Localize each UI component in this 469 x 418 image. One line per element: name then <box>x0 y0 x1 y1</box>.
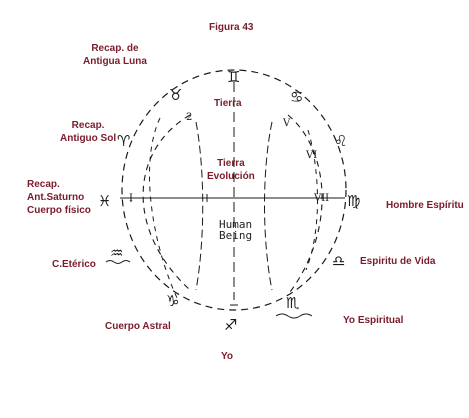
label-c-eterico: C.Etérico <box>52 259 96 270</box>
label-recap-sol-line1: Recap. <box>71 120 105 131</box>
label-cuerpo-astral: Cuerpo Astral <box>105 321 171 332</box>
label-recap-saturno-line1: Recap. <box>27 179 60 190</box>
label-espiritu-vida: Espiritu de Vida <box>360 256 436 267</box>
figure-title: Figura 43 <box>209 22 254 33</box>
capricorn-glyph: ♑ <box>166 292 179 310</box>
label-yo-espiritual: Yo Espiritual <box>343 315 404 326</box>
leo-glyph: ♌ <box>334 132 347 150</box>
virgo-glyph: ♍ <box>347 192 360 210</box>
inner-left-curve <box>195 121 204 291</box>
sagittarius-glyph: ♐ <box>224 316 237 334</box>
left-inner-arc <box>142 114 191 291</box>
label-recap-luna-line2: Antigua Luna <box>83 56 147 67</box>
cancer-glyph: ♋ <box>290 88 303 106</box>
human-being-line2: Being <box>219 229 253 242</box>
numeral-six: VI <box>305 150 317 161</box>
numeral-five: V <box>282 118 291 129</box>
libra-glyph: ♎ <box>332 252 345 270</box>
aquarius-wave <box>105 260 131 264</box>
label-recap-sol-line2: Antiguo Sol <box>60 133 117 144</box>
label-tierra-evolucion-line2: Evolución <box>207 171 255 182</box>
label-recap-luna-line1: Recap. de <box>91 43 139 54</box>
scorpio-glyph: ♏ <box>286 294 300 312</box>
pisces-glyph: ♓ <box>98 192 111 210</box>
label-recap-saturno: Recap. Ant.Saturno Cuerpo físico <box>27 178 91 217</box>
label-tierra: Tierra <box>214 98 242 109</box>
label-yo: Yo <box>221 351 234 362</box>
label-hombre-espiritu: Hombre Espíritu <box>386 200 464 211</box>
label-tierra-evolucion: Tierra Evolución <box>207 157 255 183</box>
right-outer-arc <box>305 129 318 271</box>
label-recap-luna: Recap. de Antigua Luna <box>83 42 147 68</box>
aries-glyph: ♈ <box>117 132 130 150</box>
aquarius-glyph: ♒ <box>110 244 123 262</box>
label-recap-sol: Recap. Antiguo Sol <box>60 119 116 145</box>
gemini-glyph: ♊ <box>227 68 240 86</box>
human-being-text: Human Being <box>219 219 252 241</box>
right-inner-arc <box>287 114 323 293</box>
taurus-glyph: ♉ <box>169 86 182 104</box>
left-outer-arc <box>149 117 179 301</box>
numeral-one: I <box>129 193 133 204</box>
scorpio-wave <box>275 313 313 319</box>
zodiac-circle <box>121 69 347 311</box>
numeral-two: 2 <box>186 112 192 123</box>
inner-right-curve <box>264 121 273 291</box>
numeral-seven: VII <box>313 193 329 204</box>
label-recap-saturno-line3: Cuerpo físico <box>27 205 91 216</box>
label-tierra-evolucion-line1: Tierra <box>217 158 245 169</box>
label-recap-saturno-line2: Ant.Saturno <box>27 192 85 203</box>
human-being-line1: Human <box>219 218 253 231</box>
